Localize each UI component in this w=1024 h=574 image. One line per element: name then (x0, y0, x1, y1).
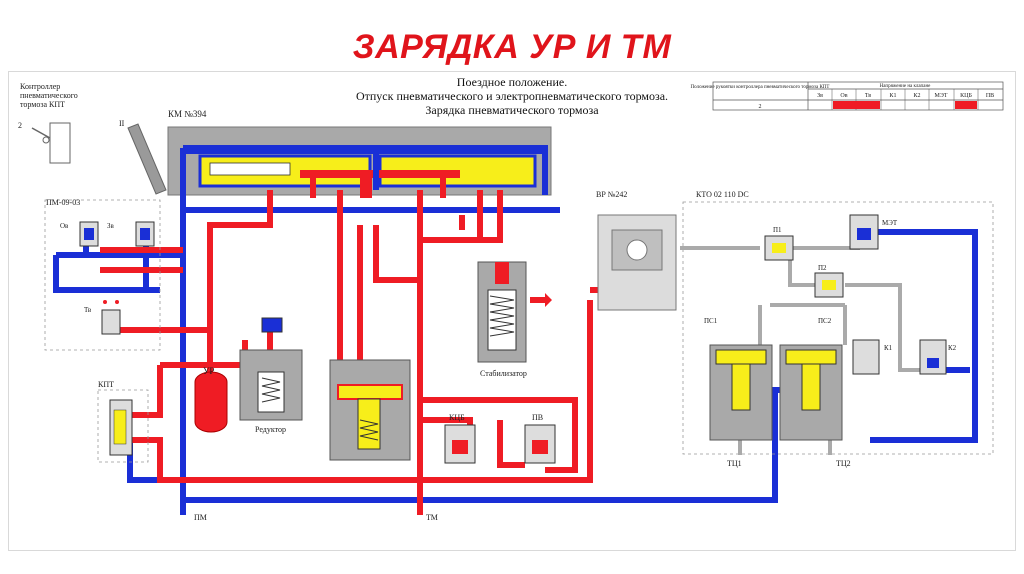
kpt-label: КПТ (98, 380, 114, 389)
valve-ov-label: Ов (60, 222, 69, 230)
valve-k2 (919, 339, 947, 375)
p2-label: П2 (818, 264, 827, 272)
table-col-pv: ПВ (986, 93, 994, 99)
controller-pos-2: 2 (18, 121, 22, 130)
tm-label: ТМ (426, 513, 438, 522)
valve-zv-label: Зв (107, 222, 115, 230)
km-handle (127, 123, 167, 195)
tc1-label: ТЦ1 (727, 459, 742, 468)
table-row-label: 2 (759, 104, 762, 110)
diagram-header-line1: Поездное положение. (456, 75, 568, 89)
controller-label-2: пневматического (20, 91, 78, 100)
diagram-header-line3: Зарядка пневматического тормоза (425, 103, 599, 117)
valve-tv (101, 309, 121, 335)
vr-label: ВР №242 (596, 190, 627, 199)
table-col-k2: К2 (913, 93, 920, 99)
table-col-k1: К1 (889, 93, 896, 99)
pm0903-label: ПМ-09-03 (46, 198, 80, 207)
valve-p1 (764, 235, 794, 261)
slide-title: ЗАРЯДКА УР И ТМ (352, 28, 672, 66)
controller-label-1: Контроллер (20, 82, 60, 91)
table-left-header: Положение рукоятки контроллера пневматич… (691, 85, 830, 90)
k2-label: К2 (948, 344, 957, 352)
reducer-top (261, 317, 283, 333)
k1-label: К1 (884, 344, 893, 352)
km-label: КМ №394 (168, 109, 207, 119)
table-col-zv: Зв (817, 93, 823, 99)
voltage-table: Положение рукоятки контроллера пневматич… (691, 81, 1004, 111)
ktsb-label: КЦБ (449, 413, 465, 422)
stabilizer-label: Стабилизатор (480, 369, 527, 378)
diagram-header-line2: Отпуск пневматического и электропневмати… (355, 89, 669, 103)
controller-handle (31, 127, 51, 139)
table-col-ov: Ов (840, 93, 847, 99)
kto-block (682, 201, 994, 455)
controller-body (49, 122, 71, 164)
pv-label: ПВ (532, 413, 543, 422)
table-col-met: МЭТ (935, 93, 948, 99)
ps1-label: ПС1 (704, 317, 718, 325)
table-active-ktsb (955, 101, 977, 109)
ur-label: УР (203, 366, 214, 376)
valve-k1 (852, 339, 880, 375)
km-handle-pos: II (119, 119, 125, 128)
table-col-ktsb: КЦБ (960, 93, 972, 99)
met-label: МЭТ (882, 219, 898, 227)
ur-reservoir (194, 371, 228, 433)
tc2-label: ТЦ2 (836, 459, 851, 468)
kpt-controller: Контроллер пневматического тормоза КПТ 2 (18, 82, 78, 164)
controller-label-3: тормоза КПТ (20, 100, 65, 109)
table-active-ov-tv (833, 101, 880, 109)
valve-tv-label: Тв (84, 306, 92, 314)
table-col-tv: Тв (865, 93, 871, 99)
table-right-header: Напряжение на клапане (880, 84, 931, 89)
reducer-label: Редуктор (255, 425, 286, 434)
p1-label: П1 (773, 226, 782, 234)
pm-label: ПМ (194, 513, 207, 522)
kto-label: КТО 02 110 DC (696, 190, 749, 199)
valve-met (849, 214, 879, 250)
ps2-label: ПС2 (818, 317, 832, 325)
